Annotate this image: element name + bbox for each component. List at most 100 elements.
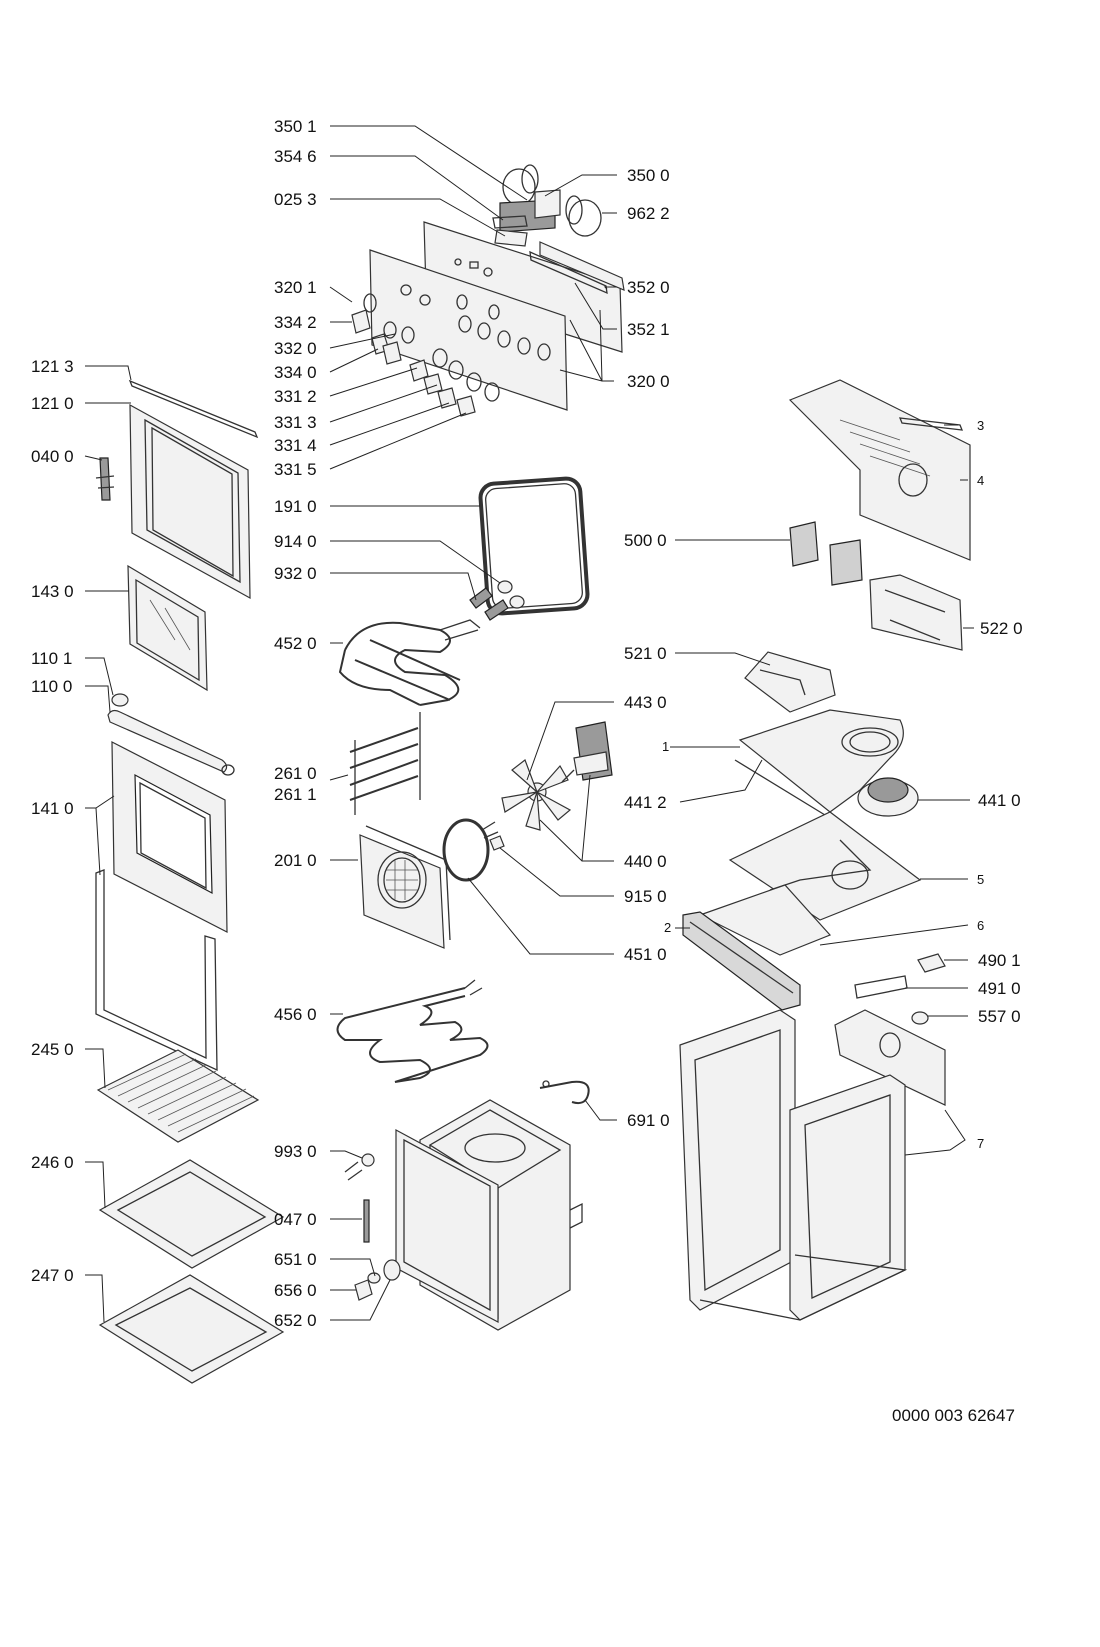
bottom-heater-element-part (336, 979, 489, 1083)
convection-fan-part (501, 759, 572, 831)
fastener-set-part (344, 1153, 401, 1301)
outer-door-frame-part (95, 869, 218, 1072)
board-housing-part (744, 651, 836, 713)
fan-motor-part (561, 721, 613, 783)
label-331-5: 331 5 (274, 460, 317, 479)
label-651-0: 651 0 (274, 1250, 317, 1269)
label-1: 1 (662, 739, 669, 754)
door-frame-part (129, 403, 251, 600)
label-522-0: 522 0 (980, 619, 1023, 638)
label-491-0: 491 0 (978, 979, 1021, 998)
label-040-0: 040 0 (31, 447, 74, 466)
label-354-6: 354 6 (274, 147, 317, 166)
label-500-0: 500 0 (624, 531, 667, 550)
label-245-0: 245 0 (31, 1040, 74, 1059)
label-261-1: 261 1 (274, 785, 317, 804)
label-2: 2 (664, 920, 671, 935)
cooling-fan-part (857, 777, 919, 817)
label-025-3: 025 3 (274, 190, 317, 209)
label-121-0: 121 0 (31, 394, 74, 413)
label-191-0: 191 0 (274, 497, 317, 516)
clock-module-part (492, 189, 561, 233)
label-334-0: 334 0 (274, 363, 317, 382)
label-350-1: 350 1 (274, 117, 317, 136)
label-352-0: 352 0 (627, 278, 670, 297)
part-number-labels: 350 1 354 6 025 3 320 1 334 2 332 0 334 … (31, 117, 1023, 1425)
label-7: 7 (977, 1136, 984, 1151)
door-top-trim-part (128, 379, 259, 439)
label-490-1: 490 1 (978, 951, 1021, 970)
label-110-1: 110 1 (31, 649, 72, 668)
knob-set-part (351, 293, 500, 417)
air-deflector-part (734, 759, 826, 816)
drawing-number: 0000 003 62647 (892, 1406, 1015, 1425)
handle-clip-part (111, 693, 129, 707)
ring-heater-element-part (442, 818, 499, 882)
label-652-0: 652 0 (274, 1311, 317, 1330)
label-691-0: 691 0 (627, 1111, 670, 1130)
label-521-0: 521 0 (624, 644, 667, 663)
label-121-3: 121 3 (31, 357, 74, 376)
label-456-0: 456 0 (274, 1005, 317, 1024)
label-656-0: 656 0 (274, 1281, 317, 1300)
fan-cover-part (359, 825, 451, 949)
label-443-0: 443 0 (624, 693, 667, 712)
inner-glass-part (127, 564, 208, 692)
label-320-1: 320 1 (274, 278, 317, 297)
label-914-0: 914 0 (274, 532, 317, 551)
front-vent-bar-part (682, 911, 801, 1011)
baking-tray-part (98, 1159, 285, 1269)
label-350-0: 350 0 (627, 166, 670, 185)
oven-door-seal-part (478, 476, 590, 616)
outer-casing-part (679, 1009, 908, 1321)
oven-cavity-part (395, 1099, 583, 1331)
label-332-0: 332 0 (274, 339, 317, 358)
label-201-0: 201 0 (274, 851, 317, 870)
door-handle-part (107, 709, 235, 776)
label-962-2: 962 2 (627, 204, 670, 223)
label-246-0: 246 0 (31, 1153, 74, 1172)
rear-panel-components-part (834, 953, 946, 1106)
outer-door-glass-part (111, 741, 228, 933)
electronic-control-board-part (789, 521, 963, 651)
control-panel-back-part (423, 221, 623, 353)
label-932-0: 932 0 (274, 564, 317, 583)
label-557-0: 557 0 (978, 1007, 1021, 1026)
duct-top-plate-part (738, 709, 904, 813)
label-331-4: 331 4 (274, 436, 317, 455)
fan-nut-part (489, 835, 505, 851)
label-143-0: 143 0 (31, 582, 74, 601)
label-915-0: 915 0 (624, 887, 667, 906)
label-451-0: 451 0 (624, 945, 667, 964)
label-047-0: 047 0 (274, 1210, 317, 1229)
door-hinge-part (95, 457, 115, 501)
leader-lines (84, 125, 974, 1323)
label-4: 4 (977, 473, 984, 488)
deep-tray-part (98, 1274, 285, 1384)
wire-shelf-part (96, 1049, 260, 1143)
temperature-probe-part (539, 1080, 590, 1105)
label-3: 3 (977, 418, 984, 433)
label-6: 6 (977, 918, 984, 933)
label-334-2: 334 2 (274, 313, 317, 332)
control-fascia-part (369, 249, 568, 411)
label-320-0: 320 0 (627, 372, 670, 391)
label-331-2: 331 2 (274, 387, 317, 406)
label-993-0: 993 0 (274, 1142, 317, 1161)
label-441-0: 441 0 (978, 791, 1021, 810)
label-141-0: 141 0 (31, 799, 74, 818)
top-grill-element-part (338, 619, 481, 706)
lamp-fitting-part (469, 580, 525, 621)
label-440-0: 440 0 (624, 852, 667, 871)
label-352-1: 352 1 (627, 320, 670, 339)
shelf-support-rails-part (349, 712, 421, 815)
label-247-0: 247 0 (31, 1266, 74, 1285)
label-5: 5 (977, 872, 984, 887)
label-441-2: 441 2 (624, 793, 667, 812)
front-air-channel-part (698, 884, 832, 956)
label-331-3: 331 3 (274, 413, 317, 432)
label-261-0: 261 0 (274, 764, 317, 783)
top-cooling-duct-part (788, 379, 971, 561)
label-452-0: 452 0 (274, 634, 317, 653)
